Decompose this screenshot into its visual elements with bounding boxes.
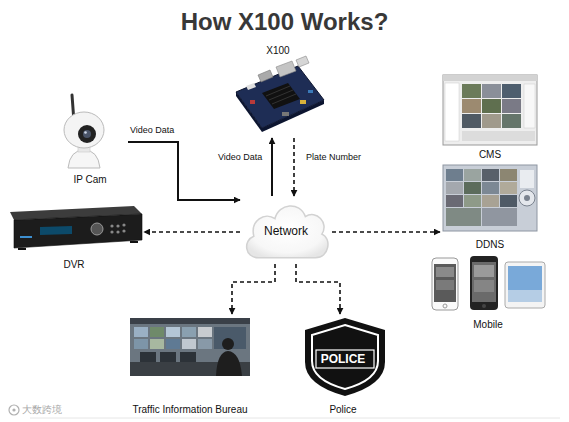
data-arrow — [128, 142, 240, 200]
watermark-logo — [9, 405, 19, 415]
police-node: POLICEPolice — [300, 314, 386, 416]
ip-camera-picture — [64, 95, 104, 168]
edge-label: Plate Number — [306, 152, 361, 163]
node-caption: DVR — [0, 259, 164, 271]
ddns-node: DDNS — [440, 163, 540, 251]
edge-label: Video Data — [218, 152, 262, 163]
bottom-rule — [30, 418, 560, 419]
ddns-screenshot — [443, 165, 537, 231]
bureau-node: Traffic Information Bureau — [126, 314, 254, 416]
board-node: X100 — [228, 42, 328, 138]
camera-node: IP Cam — [52, 88, 128, 188]
dashed-arrow — [232, 264, 275, 314]
node-caption: Mobile — [408, 319, 568, 331]
node-subcaption: Police — [280, 404, 406, 416]
dashed-arrow — [332, 231, 440, 233]
node-caption: Traffic Information Bureau — [106, 404, 274, 416]
dvr-picture — [10, 206, 142, 250]
node-caption: IP Cam — [32, 174, 148, 186]
cms-screenshot — [443, 75, 537, 145]
node-caption: Network — [220, 225, 352, 237]
dvr-node: DVR — [4, 200, 144, 272]
edge-label: Video Data — [130, 125, 174, 136]
network-cloud: Network — [240, 196, 332, 264]
node-caption: X100 — [208, 45, 348, 57]
mobile-devices-picture — [432, 256, 545, 310]
node-caption: DDNS — [420, 239, 560, 251]
dashed-arrow — [144, 231, 240, 233]
dashed-arrow — [293, 138, 295, 196]
dashed-arrow — [296, 264, 340, 314]
x100-board-picture — [236, 56, 324, 132]
node-caption: CMS — [420, 149, 560, 161]
cms-node: CMS — [440, 72, 540, 162]
control-room-picture — [130, 318, 250, 376]
mobile-node: Mobile — [428, 252, 548, 332]
node-caption: POLICE — [280, 353, 406, 365]
diagram-title: How X100 Works? — [0, 8, 569, 36]
watermark-text: 大数跨境 — [22, 404, 62, 416]
data-arrow — [271, 138, 273, 196]
